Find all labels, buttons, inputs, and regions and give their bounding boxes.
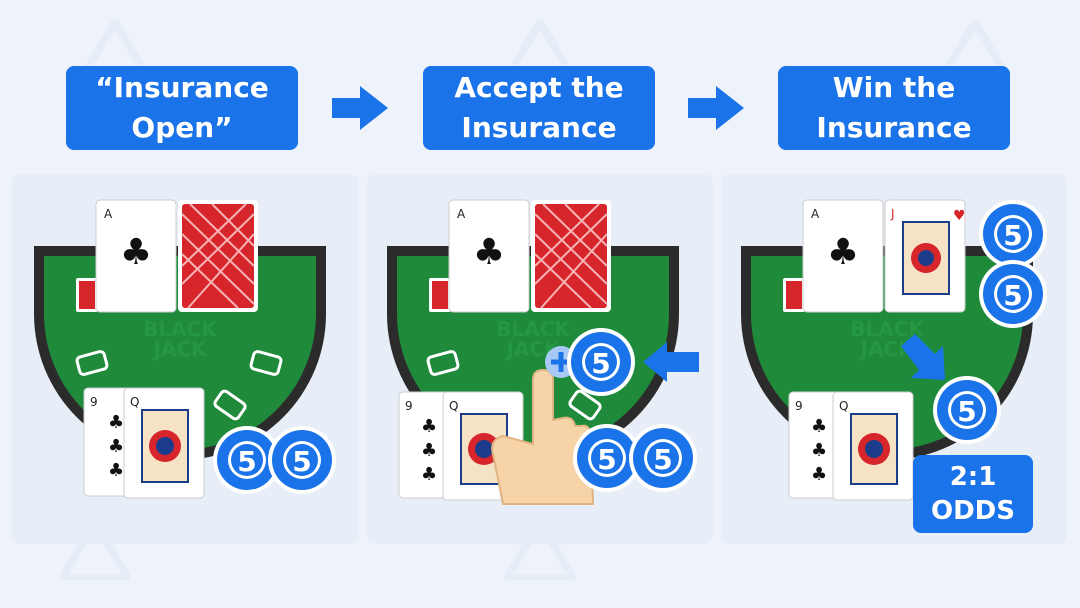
- svg-text:♣: ♣: [421, 464, 437, 485]
- arrow-down-right-icon: [901, 334, 945, 380]
- svg-text:Q: Q: [839, 399, 848, 413]
- svg-text:5: 5: [1003, 219, 1022, 252]
- poker-chip-icon: 5: [933, 376, 1001, 444]
- svg-text:9: 9: [795, 399, 803, 413]
- poker-chip-icon: 5: [567, 328, 635, 396]
- card-ace-of-clubs: A ♣: [95, 199, 177, 313]
- svg-text:Q: Q: [449, 399, 458, 413]
- svg-text:5: 5: [591, 347, 610, 380]
- svg-text:♣: ♣: [811, 440, 827, 461]
- svg-text:5: 5: [653, 443, 672, 476]
- card-queen-of-clubs: Q: [123, 387, 205, 499]
- svg-text:5: 5: [957, 395, 976, 428]
- svg-text:5: 5: [237, 445, 256, 478]
- card-ace-of-clubs: A ♣: [448, 199, 530, 313]
- pointing-hand-icon: [491, 368, 595, 505]
- step-label-accept-insurance: Accept the Insurance: [423, 66, 655, 150]
- svg-text:J: J: [890, 207, 895, 221]
- svg-text:A: A: [457, 207, 466, 221]
- step-label-insurance-open: “Insurance Open”: [66, 66, 298, 150]
- svg-text:♣: ♣: [811, 464, 827, 485]
- panel-accept-insurance: BLACK JACK A ♣ 9 ♣ ♣ ♣ Q: [367, 174, 713, 544]
- step-label-win-insurance: Win the Insurance: [778, 66, 1010, 150]
- svg-text:9: 9: [405, 399, 413, 413]
- panel-win-insurance: BLACK JACK A ♣ J ♥ 5: [721, 174, 1067, 544]
- poker-chip-icon: 5: [979, 260, 1047, 328]
- panel-insurance-open: BLACK JACK A ♣ 9 ♣ ♣ ♣: [12, 174, 358, 544]
- poker-chip-icon: 5: [979, 200, 1047, 268]
- svg-text:♣: ♣: [811, 416, 827, 437]
- svg-text:Q: Q: [130, 395, 139, 409]
- odds-label: ODDS: [931, 496, 1015, 526]
- svg-text:♣: ♣: [421, 416, 437, 437]
- svg-text:JACK: JACK: [151, 337, 208, 361]
- card-jack-of-hearts: J ♥: [884, 199, 966, 313]
- svg-text:9: 9: [90, 395, 98, 409]
- svg-text:A: A: [811, 207, 820, 221]
- svg-text:BLACK: BLACK: [496, 317, 571, 341]
- poker-chip-icon: 5: [213, 426, 281, 494]
- svg-text:♥: ♥: [953, 208, 966, 224]
- arrow-left-icon: [643, 342, 699, 382]
- poker-chip-icon: 5: [268, 426, 336, 494]
- card-back: [178, 200, 258, 312]
- svg-text:♣: ♣: [120, 232, 152, 273]
- card-queen-of-clubs: Q: [832, 391, 914, 501]
- svg-text:A: A: [104, 207, 113, 221]
- card-back: [531, 200, 611, 312]
- svg-text:5: 5: [597, 443, 616, 476]
- arrow-right-icon: [332, 86, 388, 130]
- svg-text:BLACK: BLACK: [143, 317, 218, 341]
- svg-text:5: 5: [1003, 279, 1022, 312]
- watermark-logo: [60, 520, 130, 580]
- poker-chip-icon: 5: [629, 424, 697, 492]
- svg-text:♣: ♣: [827, 232, 859, 273]
- card-ace-of-clubs: A ♣: [802, 199, 884, 313]
- svg-text:♣: ♣: [473, 232, 505, 273]
- odds-ratio: 2:1: [949, 462, 997, 492]
- svg-text:♣: ♣: [108, 460, 124, 481]
- arrow-right-icon: [688, 86, 744, 130]
- watermark-logo: [505, 520, 575, 580]
- poker-chip-icon: 5: [573, 424, 641, 492]
- svg-text:5: 5: [292, 445, 311, 478]
- svg-text:♣: ♣: [108, 436, 124, 457]
- odds-badge: 2:1 ODDS: [913, 455, 1033, 533]
- svg-text:♣: ♣: [108, 412, 124, 433]
- svg-text:♣: ♣: [421, 440, 437, 461]
